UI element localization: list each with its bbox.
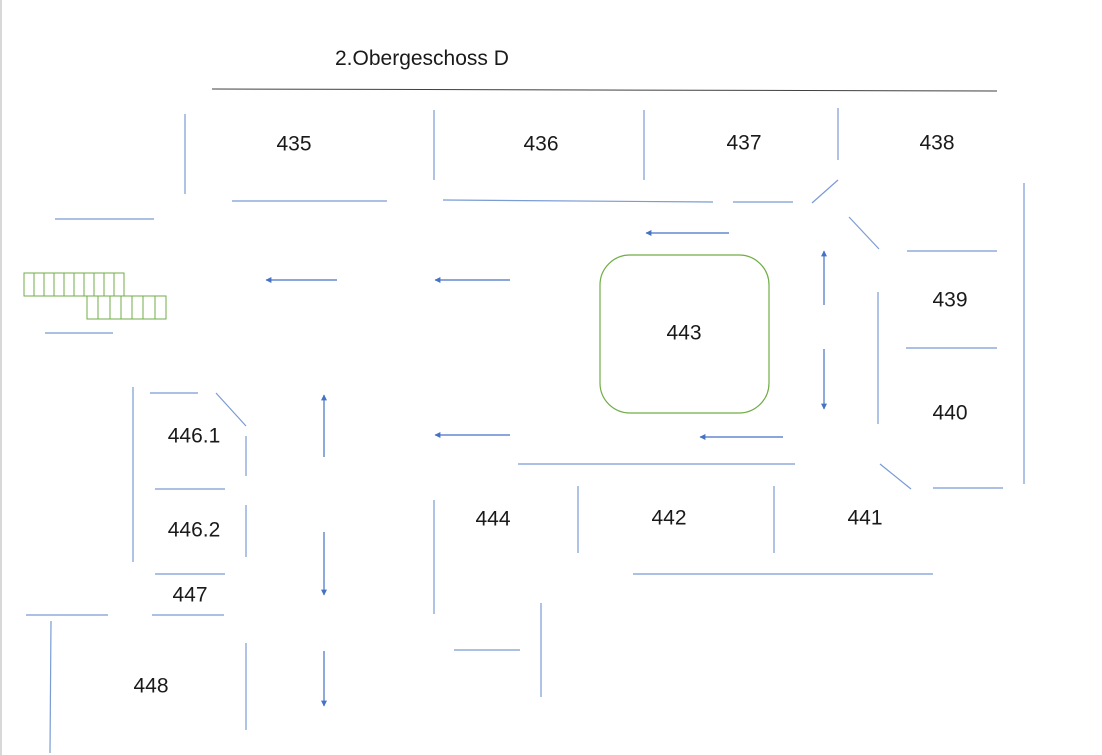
room-436-label: 436 <box>523 132 559 156</box>
room-448-label: 448 <box>133 674 169 698</box>
room-440-label: 440 <box>932 401 968 425</box>
room-443-label: 443 <box>666 321 702 345</box>
room-438-label: 438 <box>919 131 955 155</box>
wall <box>848 216 880 250</box>
room-437-label: 437 <box>726 131 762 155</box>
room-435-label: 435 <box>276 132 312 156</box>
wall <box>879 463 912 490</box>
wall <box>215 392 247 427</box>
wall <box>811 179 839 204</box>
direction-arrows <box>265 230 827 707</box>
room-441-label: 441 <box>847 506 883 530</box>
room-439-label: 439 <box>932 288 968 312</box>
room-443-outline <box>599 254 770 414</box>
wall <box>49 620 52 754</box>
room-444-label: 444 <box>475 507 511 531</box>
room-447-label: 447 <box>172 583 208 607</box>
staircase-icon <box>23 272 167 320</box>
floor-title: 2.Obergeschoss D <box>335 47 509 70</box>
room-446-2-label: 446.2 <box>167 518 221 542</box>
walls <box>26 108 1025 754</box>
title-underline <box>211 88 998 92</box>
room-442-label: 442 <box>651 506 687 530</box>
room-446-1-label: 446.1 <box>167 424 221 448</box>
wall <box>442 199 714 203</box>
